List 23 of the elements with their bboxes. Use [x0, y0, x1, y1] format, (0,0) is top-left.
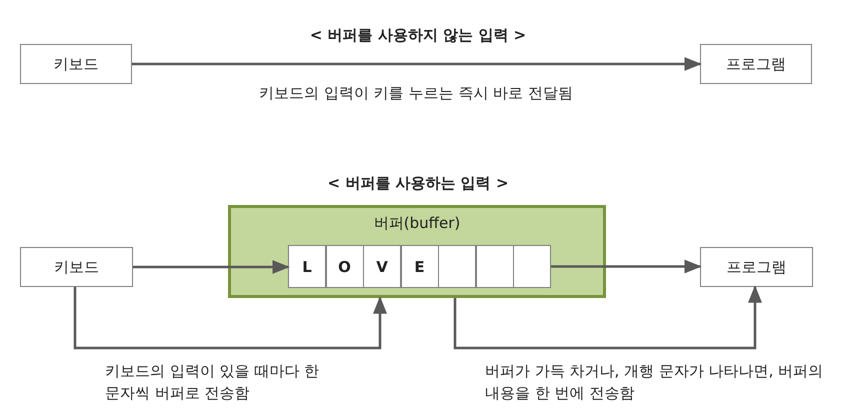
edge-label: 버퍼가 가득 차거나, 개행 문자가 나타나면, 버퍼의 내용을 한 번에 전송함 — [485, 361, 824, 404]
process-box: 키보드 — [20, 247, 133, 287]
character-cell: E — [400, 245, 438, 288]
process-box: 프로그램 — [700, 247, 813, 287]
arrow — [133, 260, 290, 274]
container-title: 버퍼(buffer) — [374, 213, 460, 234]
empty-buffer-slot — [476, 245, 514, 288]
empty-buffer-slot — [438, 245, 476, 288]
process-box: 키보드 — [20, 44, 132, 84]
section-heading: < 버퍼를 사용하는 입력 > — [327, 173, 509, 194]
arrow — [74, 287, 387, 350]
arrow — [454, 285, 762, 350]
character-cell: V — [363, 245, 401, 288]
character-cell: L — [288, 245, 326, 288]
section-heading: < 버퍼를 사용하지 않는 입력 > — [310, 25, 526, 46]
character-cell: O — [326, 245, 364, 288]
buffer-container — [228, 205, 606, 298]
arrow — [551, 260, 702, 274]
edge-label: 키보드의 입력이 있을 때마다 한 문자씩 버퍼로 전송함 — [105, 361, 320, 404]
arrow — [132, 57, 702, 71]
edge-label: 키보드의 입력이 키를 누르는 즉시 바로 전달됨 — [259, 83, 573, 104]
process-box: 프로그램 — [700, 44, 812, 84]
empty-buffer-slot — [513, 245, 551, 288]
